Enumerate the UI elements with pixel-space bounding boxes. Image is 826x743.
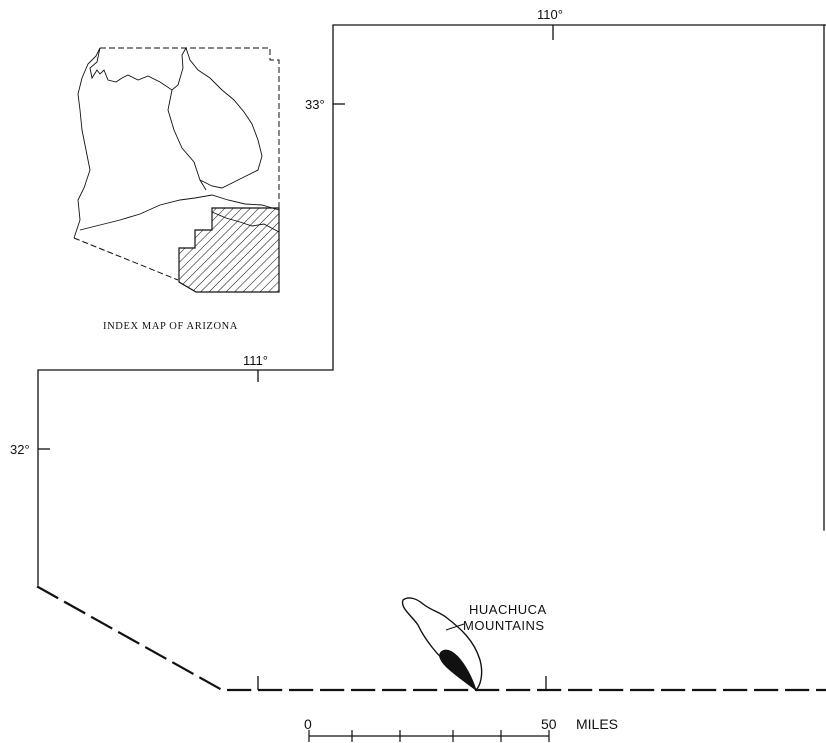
index-river-salt	[167, 89, 207, 191]
latitude-label-33: 33°	[305, 97, 325, 112]
map-boundary	[36, 24, 826, 692]
scale-unit-label: MILES	[576, 716, 618, 732]
index-river-san-pedro	[211, 211, 280, 233]
longitude-label-110: 110°	[537, 7, 563, 22]
index-state-outline	[100, 47, 280, 208]
index-river-gila	[79, 194, 280, 231]
border-dashed-line	[36, 585, 826, 692]
index-river-northeast	[185, 47, 263, 189]
index-river-lower	[73, 47, 101, 239]
scale-zero-label: 0	[304, 716, 312, 732]
latitude-label-32: 32°	[10, 442, 30, 457]
scale-max-label: 50	[541, 716, 557, 732]
index-state-outline-sw	[73, 237, 179, 281]
graticule-ticks	[38, 25, 554, 690]
area-label-line-1: HUACHUCA	[469, 602, 547, 617]
index-river-main	[89, 47, 187, 91]
area-label-line-2: MOUNTAINS	[463, 618, 545, 633]
index-map	[73, 47, 280, 293]
index-map-caption: INDEX MAP OF ARIZONA	[103, 321, 238, 332]
index-study-area	[178, 207, 280, 293]
mountains-leader-line	[445, 623, 465, 631]
mountains-core	[439, 649, 477, 692]
huachuca-mountains: HUACHUCA MOUNTAINS	[401, 597, 547, 692]
longitude-label-111: 111°	[243, 353, 268, 368]
scale-bar	[308, 730, 550, 742]
boundary-solid-line	[37, 24, 826, 586]
